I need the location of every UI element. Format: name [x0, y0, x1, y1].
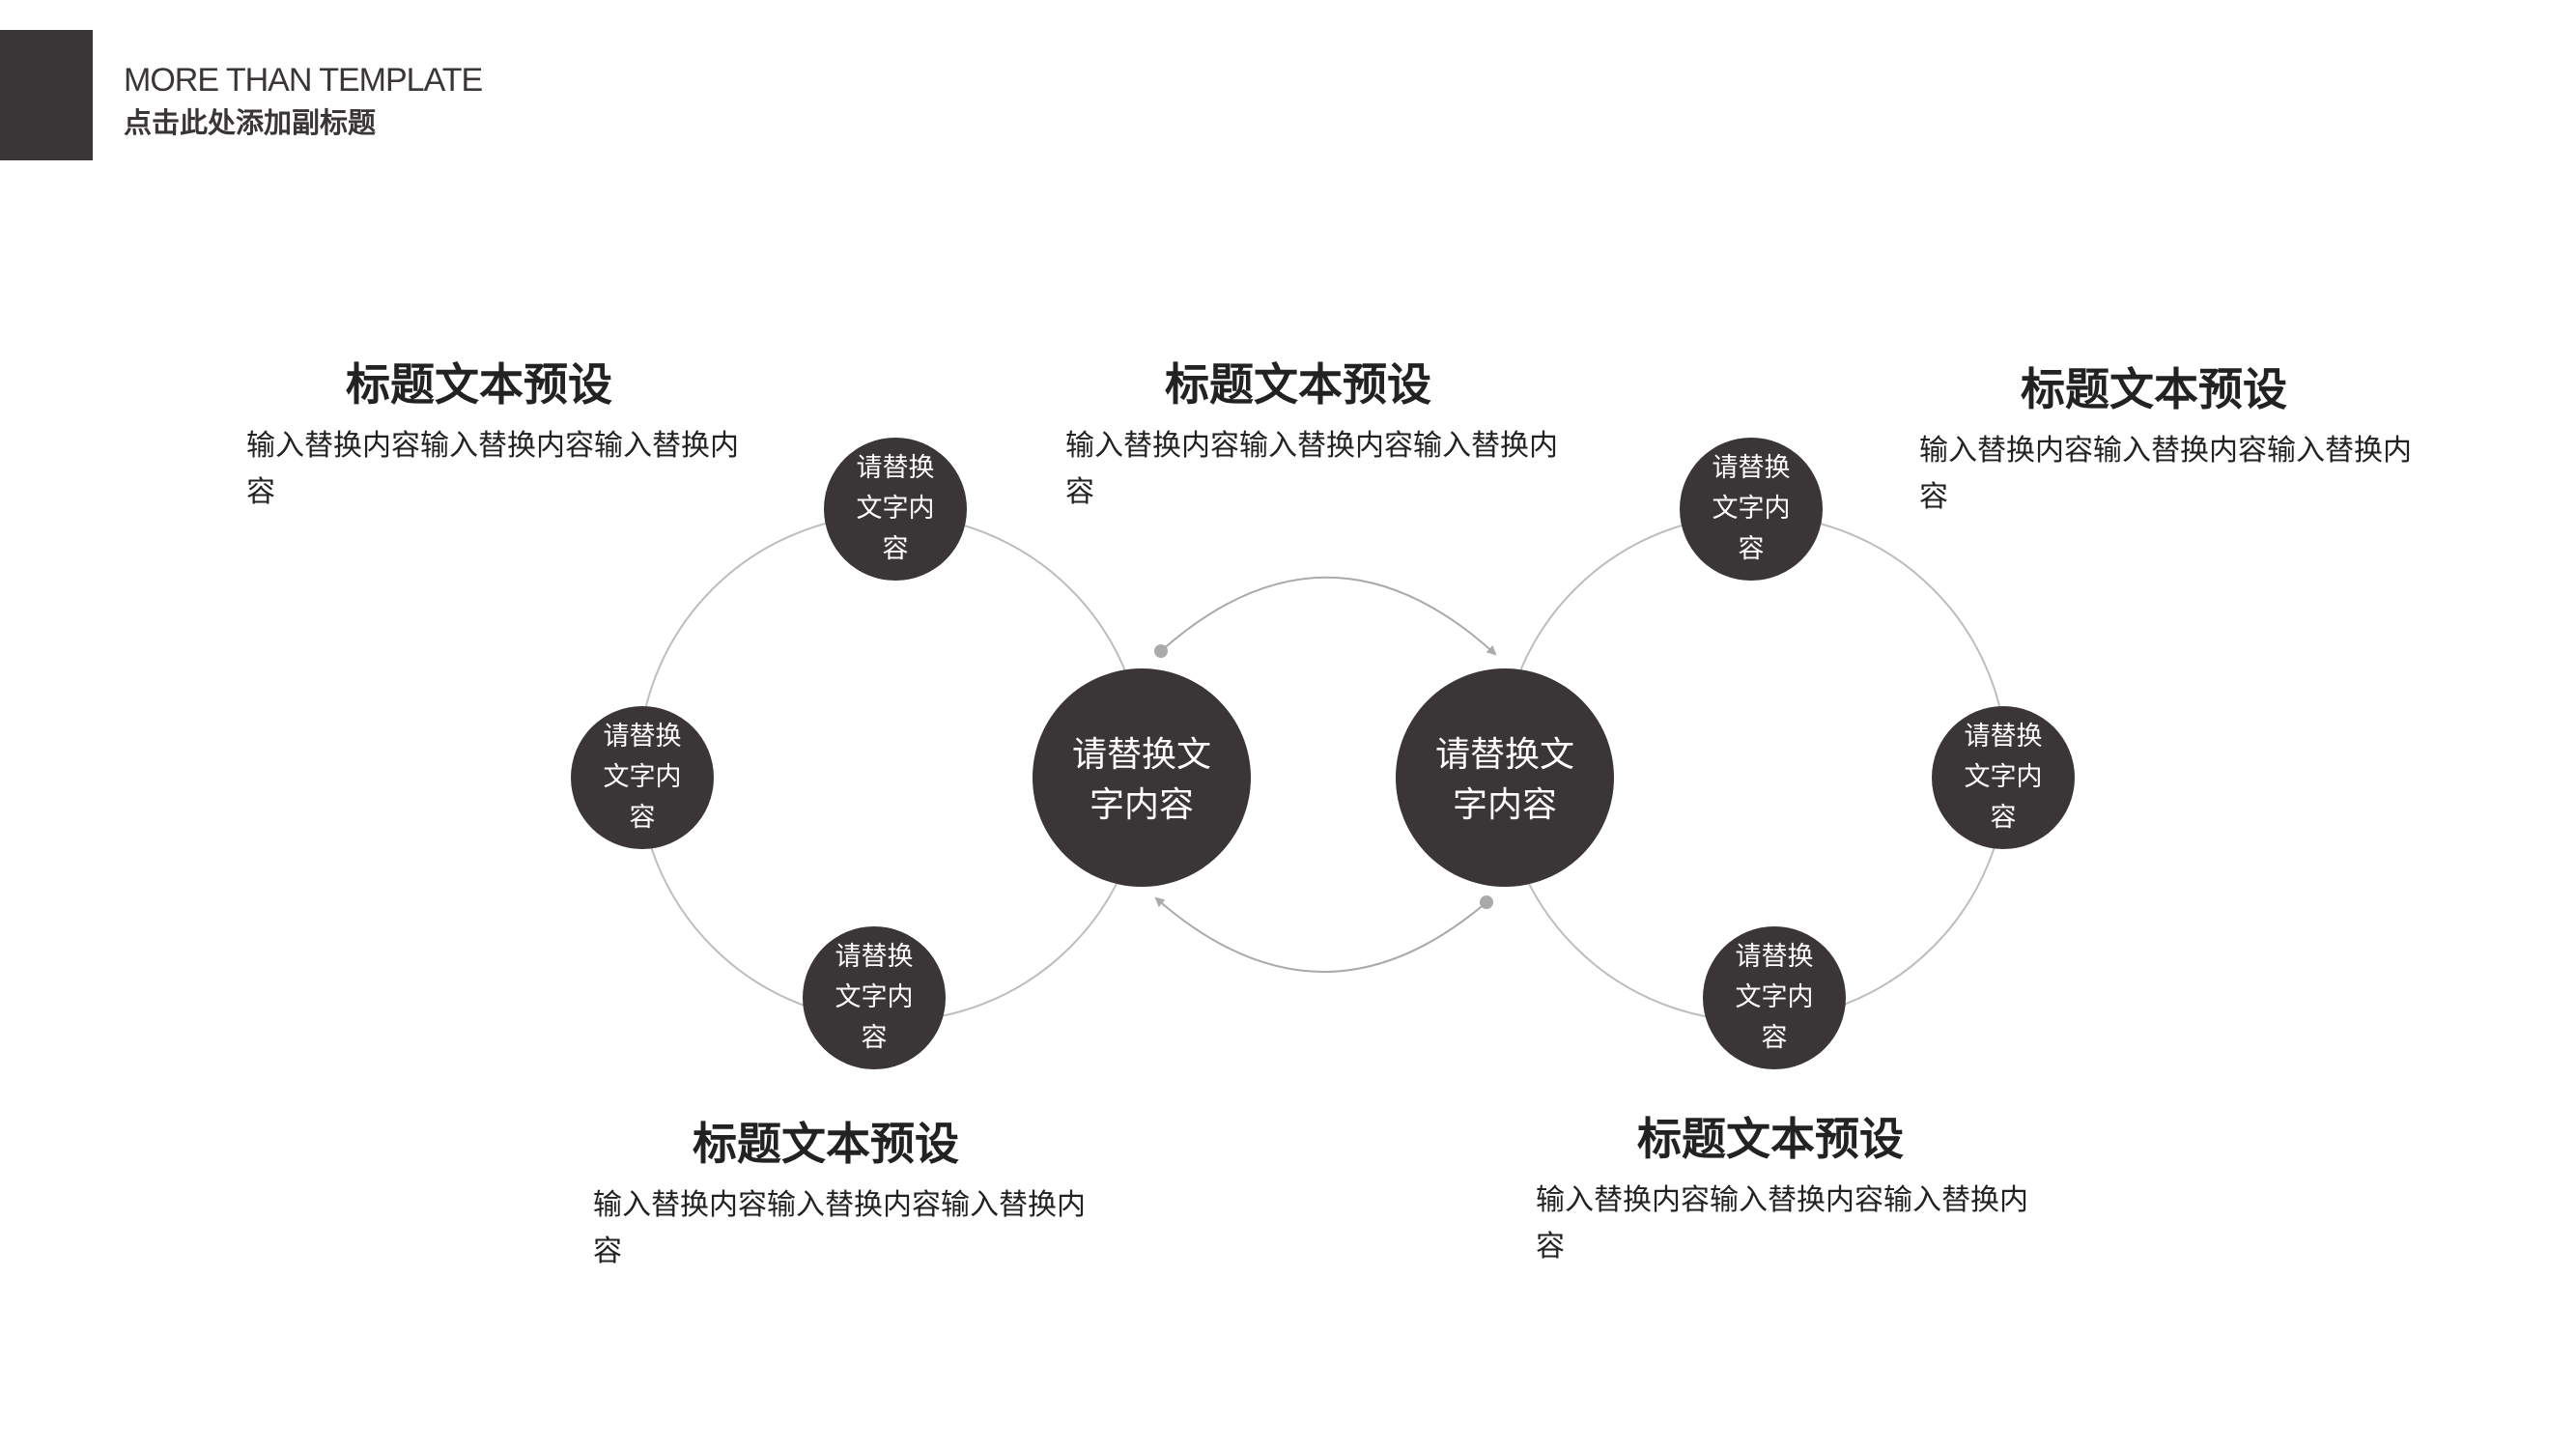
- bottom-arrow-arc: [1154, 896, 1487, 973]
- bottom-arc-dot: [1480, 895, 1493, 909]
- small-node: [803, 926, 946, 1069]
- block-body-top-left: 输入替换内容输入替换内容输入替换内容: [246, 429, 739, 509]
- small-node: [571, 706, 714, 849]
- small-node: [824, 438, 967, 581]
- block-body-bottom-right: 输入替换内容输入替换内容输入替换内容: [1536, 1183, 2028, 1264]
- page-subtitle: 点击此处添加副标题: [124, 106, 377, 139]
- block-body-bottom-left: 输入替换内容输入替换内容输入替换内容: [593, 1188, 1086, 1268]
- page-title: MORE THAN TEMPLATE: [124, 62, 483, 99]
- small-node-label: 请替换文字内容: [603, 722, 682, 833]
- small-node: [1932, 706, 2075, 849]
- small-node: [1703, 926, 1846, 1069]
- block-title-top-center: 标题文本预设: [1165, 358, 1431, 411]
- small-node-label: 请替换文字内容: [1735, 942, 1814, 1053]
- big-node: [1033, 668, 1251, 887]
- big-node: [1396, 668, 1614, 887]
- block-body-top-center: 输入替换内容输入替换内容输入替换内容: [1065, 429, 1558, 509]
- small-node-label: 请替换文字内容: [1964, 722, 2043, 833]
- block-title-bottom-left: 标题文本预设: [693, 1118, 959, 1170]
- big-node-label: 请替换文字内容: [1071, 735, 1211, 825]
- block-body-top-right: 输入替换内容输入替换内容输入替换内容: [1919, 434, 2412, 514]
- small-node-label: 请替换文字内容: [856, 453, 935, 564]
- header-accent-block: [0, 30, 93, 160]
- top-arc-dot: [1154, 644, 1168, 658]
- small-node: [1680, 438, 1823, 581]
- small-node-label: 请替换文字内容: [835, 942, 914, 1053]
- big-node-label: 请替换文字内容: [1434, 735, 1574, 825]
- small-node-label: 请替换文字内容: [1712, 453, 1791, 564]
- block-title-top-left: 标题文本预设: [346, 358, 612, 411]
- block-title-bottom-right: 标题文本预设: [1637, 1113, 1904, 1165]
- block-title-top-right: 标题文本预设: [2021, 363, 2287, 415]
- top-arrow-arc: [1160, 576, 1497, 656]
